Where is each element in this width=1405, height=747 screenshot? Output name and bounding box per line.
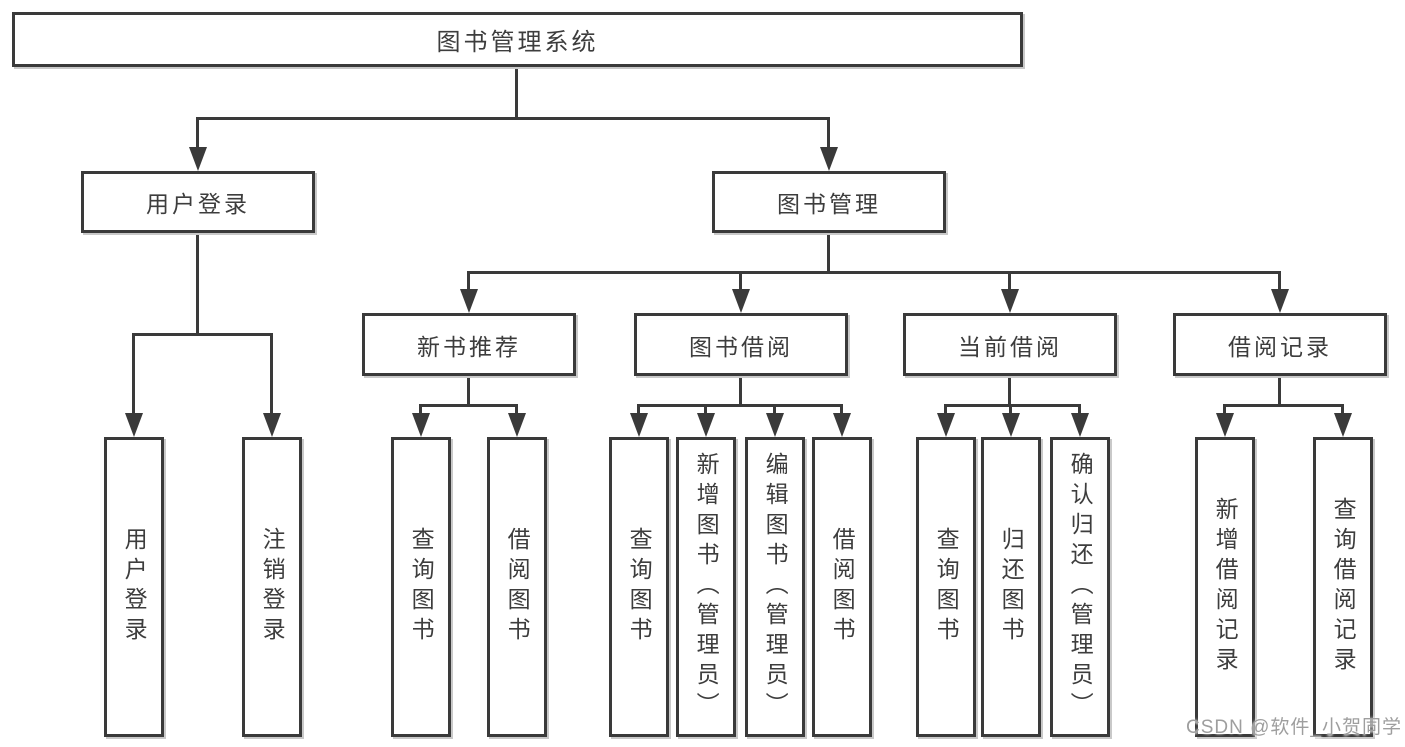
leaf-return-books: 归还图书 [981, 437, 1041, 737]
arrowhead-down-icon [412, 413, 430, 437]
arrowhead-down-icon [189, 147, 207, 171]
connector-line [132, 333, 273, 336]
arrowhead-down-icon [937, 413, 955, 437]
connector-line [704, 404, 707, 416]
connector-line [1008, 375, 1011, 406]
node-new-book-recommendation: 新书推荐 [362, 313, 576, 376]
leaf-confirm-return-admin: 确认归还（管理员） [1050, 437, 1110, 737]
connector-line [827, 233, 830, 273]
node-current-borrowing: 当前借阅 [903, 313, 1117, 376]
connector-line [739, 375, 742, 406]
connector-line [419, 404, 422, 416]
arrowhead-down-icon [1002, 413, 1020, 437]
connector-line [827, 117, 830, 150]
leaf-user-login: 用户登录 [104, 437, 164, 737]
connector-line [1278, 271, 1281, 291]
connector-line [944, 404, 1081, 407]
connector-line [1078, 404, 1081, 416]
leaf-add-books-admin: 新增图书（管理员） [676, 437, 736, 737]
arrowhead-down-icon [460, 289, 478, 313]
arrowhead-down-icon [263, 413, 281, 437]
connector-line [467, 271, 470, 291]
connector-line [1009, 404, 1012, 416]
connector-line [637, 404, 640, 416]
arrowhead-down-icon [732, 289, 750, 313]
connector-line [196, 117, 199, 150]
connector-line [132, 333, 135, 415]
connector-line [515, 67, 518, 119]
connector-line [944, 404, 947, 416]
node-book-borrowing: 图书借阅 [634, 313, 848, 376]
connector-line [840, 404, 843, 416]
arrowhead-down-icon [820, 147, 838, 171]
connector-line [1223, 404, 1344, 407]
arrowhead-down-icon [1271, 289, 1289, 313]
leaf-query-borrow-record: 查询借阅记录 [1313, 437, 1373, 737]
connector-line [467, 375, 470, 406]
node-user-login: 用户登录 [81, 171, 315, 233]
node-book-management: 图书管理 [712, 171, 946, 233]
leaf-logout: 注销登录 [242, 437, 302, 737]
node-library-management-system: 图书管理系统 [12, 12, 1023, 67]
arrowhead-down-icon [1216, 413, 1234, 437]
leaf-borrow-query-books: 查询图书 [609, 437, 669, 737]
arrowhead-down-icon [630, 413, 648, 437]
connector-line [1341, 404, 1344, 416]
connector-line [515, 404, 518, 416]
connector-line [270, 333, 273, 415]
csdn-watermark: CSDN @软件_小贺同学 [1186, 717, 1402, 738]
leaf-borrow-books: 借阅图书 [812, 437, 872, 737]
arrowhead-down-icon [125, 413, 143, 437]
connector-line [467, 271, 1281, 274]
arrowhead-down-icon [833, 413, 851, 437]
connector-line [1278, 375, 1281, 406]
connector-line [739, 271, 742, 291]
connector-line [1008, 271, 1011, 291]
arrowhead-down-icon [1001, 289, 1019, 313]
arrowhead-down-icon [1334, 413, 1352, 437]
connector-line [637, 404, 843, 407]
node-borrowing-records: 借阅记录 [1173, 313, 1387, 376]
arrowhead-down-icon [1071, 413, 1089, 437]
leaf-recommend-borrow-books: 借阅图书 [487, 437, 547, 737]
leaf-current-query-books: 查询图书 [916, 437, 976, 737]
arrowhead-down-icon [697, 413, 715, 437]
connector-line [196, 117, 830, 120]
leaf-add-borrow-record: 新增借阅记录 [1195, 437, 1255, 737]
leaf-edit-books-admin: 编辑图书（管理员） [745, 437, 805, 737]
connector-line [773, 404, 776, 416]
connector-line [196, 233, 199, 335]
arrowhead-down-icon [508, 413, 526, 437]
arrowhead-down-icon [766, 413, 784, 437]
leaf-recommend-query-books: 查询图书 [391, 437, 451, 737]
connector-line [1223, 404, 1226, 416]
connector-line [419, 404, 518, 407]
